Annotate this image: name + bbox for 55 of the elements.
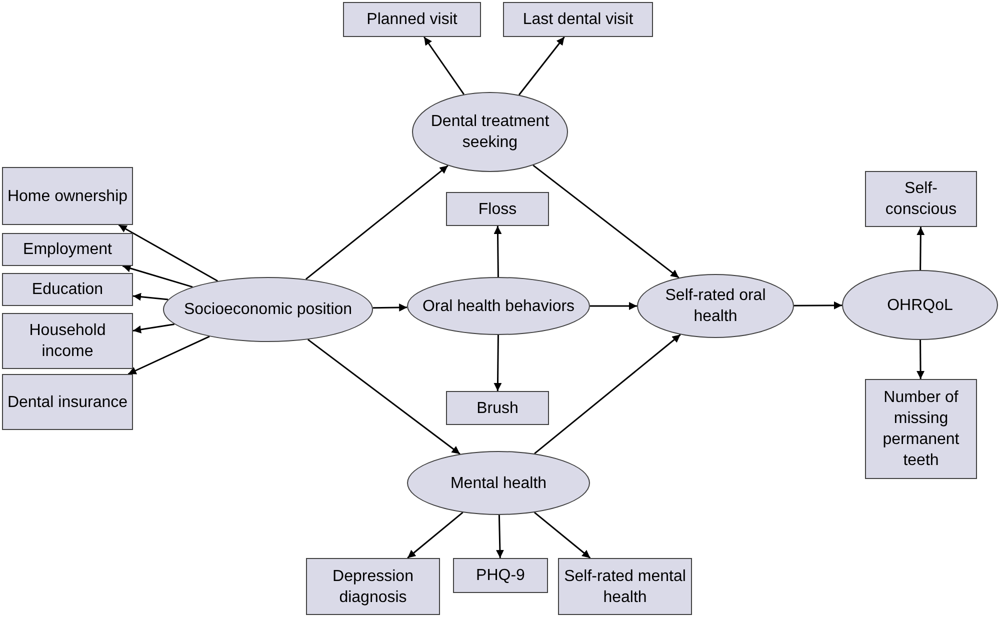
indicator-box (2, 374, 133, 430)
indicator-box (2, 273, 133, 306)
indicator-box (453, 558, 548, 593)
arrow (794, 301, 842, 310)
arrow (494, 226, 502, 277)
node-label: Brush (476, 398, 518, 418)
arrow (132, 292, 168, 301)
indicator-box (446, 192, 549, 226)
arrow (407, 512, 464, 559)
node-label: Number of missing permanent teeth (882, 388, 960, 471)
arrow (372, 304, 408, 312)
indicator-box (306, 558, 440, 615)
node-label: Floss (478, 200, 517, 220)
node-label: Education (32, 280, 104, 300)
node-label: Employment (23, 240, 112, 260)
indicator-box (503, 2, 653, 37)
node-label: Self-conscious (884, 179, 958, 220)
arrow (132, 323, 174, 334)
arrow (518, 36, 565, 96)
arrow (534, 334, 681, 454)
node-label: Dental insurance (7, 392, 128, 412)
indicator-box (2, 313, 133, 369)
indicator-box (2, 167, 133, 225)
arrow (307, 338, 460, 455)
node-label: Dental treatment seeking (430, 112, 550, 153)
arrow (118, 224, 218, 282)
node-label: Planned visit (366, 10, 458, 30)
arrow (916, 227, 925, 270)
node-label: Mental health (450, 474, 547, 494)
arrow (494, 335, 502, 391)
arrow (424, 36, 464, 95)
arrow (305, 165, 448, 280)
indicator-box (446, 391, 549, 425)
arrow (534, 512, 591, 559)
node-label: Self-rated mental health (563, 566, 687, 608)
arrow (532, 164, 680, 278)
node-label: Oral health behaviors (422, 296, 575, 316)
node-label: Last dental visit (522, 10, 634, 30)
arrow (590, 302, 637, 310)
node-label: Household income (28, 321, 107, 362)
indicator-box (558, 558, 692, 615)
arrow (128, 336, 210, 375)
node-label: PHQ-9 (476, 566, 525, 586)
indicator-box (2, 233, 133, 266)
node-label: Socioeconomic position (184, 300, 352, 320)
arrow (916, 340, 925, 379)
node-label: Depression diagnosis (332, 566, 414, 608)
node-label: Home ownership (7, 186, 128, 206)
arrow (122, 264, 193, 288)
node-label: OHRQoL (887, 296, 953, 316)
indicator-box (865, 171, 977, 227)
arrow (496, 514, 504, 558)
indicator-box (343, 2, 481, 37)
indicator-box (865, 379, 977, 479)
node-label: Self-rated oral health (664, 286, 767, 327)
